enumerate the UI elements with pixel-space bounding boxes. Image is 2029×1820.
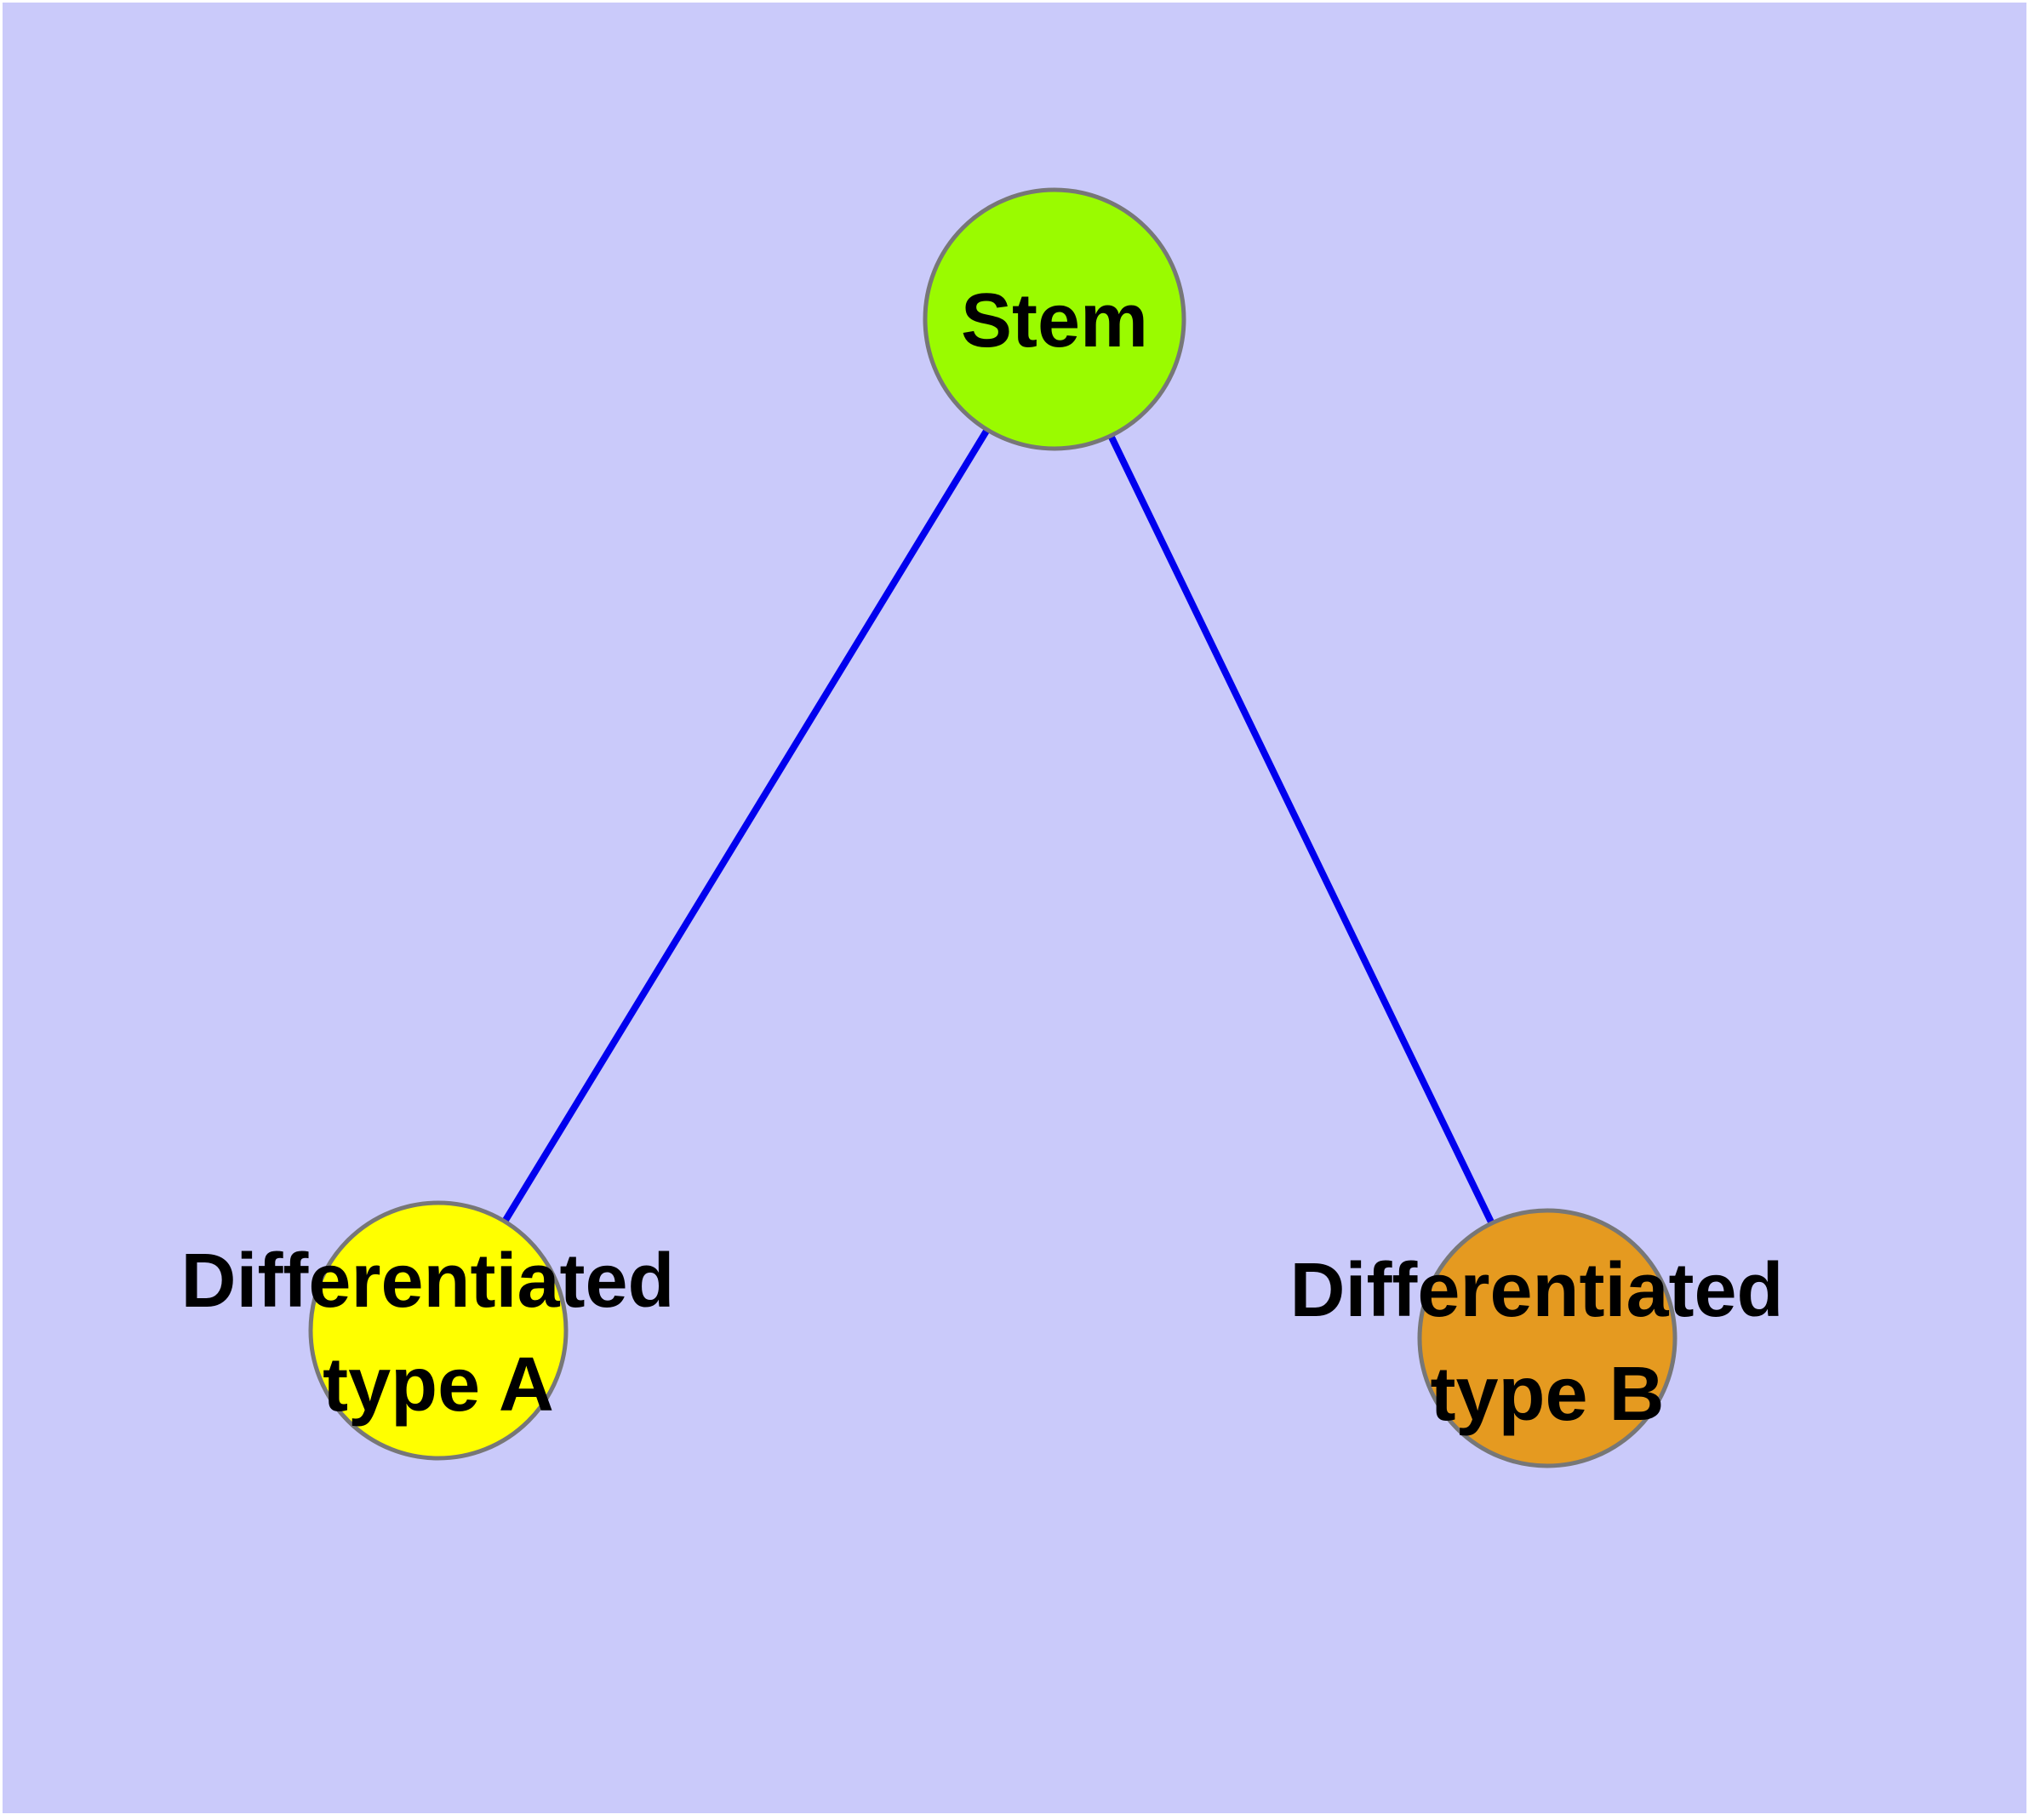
node-type-b-label-line1: Differentiated bbox=[1289, 1248, 1783, 1333]
node-type-a-label: Differentiated type A bbox=[180, 1239, 695, 1428]
node-type-a-circle bbox=[308, 1200, 569, 1461]
node-differentiated-type-a: Differentiated type A bbox=[180, 1200, 695, 1461]
node-type-b-label: Differentiated type B bbox=[1289, 1248, 1804, 1437]
node-stem-label: Stem bbox=[961, 278, 1148, 363]
node-type-b-circle bbox=[1417, 1208, 1677, 1468]
node-differentiated-type-b: Differentiated type B bbox=[1289, 1208, 1804, 1468]
node-type-a-label-line1: Differentiated bbox=[180, 1239, 674, 1324]
node-stem-circle bbox=[923, 187, 1186, 451]
edge-stem-to-type-b bbox=[1051, 318, 1551, 1340]
node-type-a-label-line2: type A bbox=[323, 1342, 554, 1428]
node-type-b-label-line2: type B bbox=[1430, 1352, 1664, 1437]
edge-stem-to-type-a bbox=[435, 317, 1058, 1333]
node-stem: Stem bbox=[923, 187, 1186, 451]
